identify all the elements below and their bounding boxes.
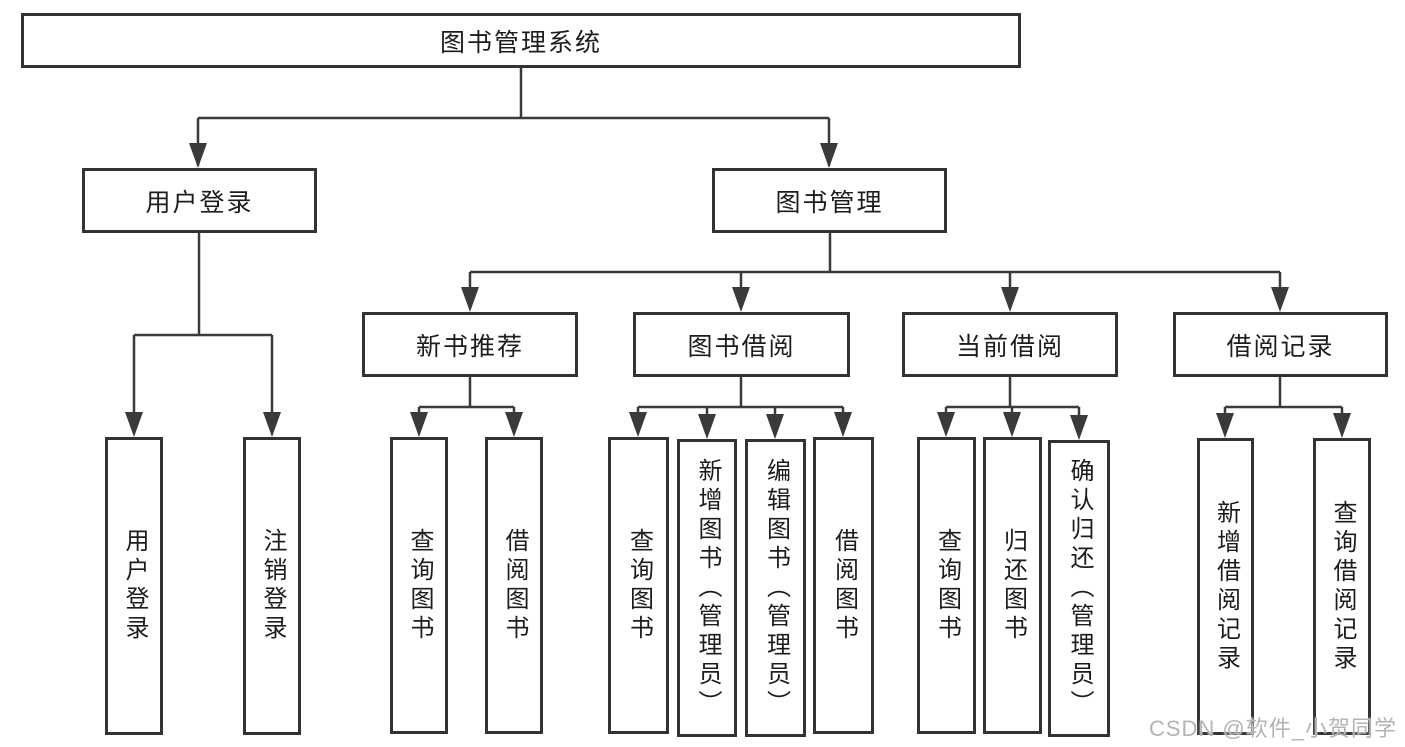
leaf-confirm-return-admin-label: 确认归还（管理员）: [1066, 458, 1093, 719]
leaf-query-books-recommend-label: 查询图书: [406, 527, 433, 644]
leaf-logout: 注销登录: [243, 437, 301, 735]
leaf-query-books-current: 查询图书: [917, 437, 976, 734]
connector-borrowing-records-children: [1223, 377, 1344, 434]
csdn-watermark: CSDN @软件_小贺同学: [1148, 716, 1397, 741]
leaf-borrow-books-recommend: 借阅图书: [485, 437, 543, 734]
connector-book-management-children: [468, 233, 1282, 308]
node-book-management: 图书管理: [712, 168, 947, 233]
arrow-down-icon: [1001, 287, 1019, 312]
arrow-down-icon: [834, 412, 852, 437]
connector-user-login-children: [132, 233, 274, 433]
node-current-borrowing-label: 当前借阅: [955, 332, 1064, 361]
connector-book-borrowing-children: [636, 377, 845, 435]
node-borrowing-records-label: 借阅记录: [1226, 332, 1335, 361]
arrow-down-icon: [1271, 287, 1289, 312]
leaf-query-books-borrowing-label: 查询图书: [625, 527, 653, 644]
arrow-down-icon: [820, 143, 838, 168]
arrow-down-icon: [1070, 415, 1088, 440]
leaf-user-login-label: 用户登录: [121, 528, 148, 644]
leaf-query-books-recommend: 查询图书: [390, 437, 448, 734]
node-root: 图书管理系统: [21, 13, 1021, 68]
arrowheads: [125, 143, 1351, 440]
leaf-edit-book-admin-label: 编辑图书（管理员）: [762, 457, 790, 719]
node-root-label: 图书管理系统: [439, 28, 602, 57]
leaf-return-books: 归还图书: [983, 437, 1042, 734]
leaf-borrow-books-borrowing-label: 借阅图书: [830, 527, 858, 644]
arrow-down-icon: [410, 412, 428, 437]
arrow-down-icon: [263, 412, 281, 437]
node-new-book-recommend: 新书推荐: [362, 312, 578, 377]
node-book-borrowing: 图书借阅: [633, 312, 850, 377]
node-book-management-label: 图书管理: [775, 188, 884, 217]
leaf-add-borrow-record-label: 新增借阅记录: [1212, 499, 1240, 674]
leaf-borrow-books-recommend-label: 借阅图书: [501, 527, 528, 644]
arrow-down-icon: [461, 287, 479, 312]
arrow-down-icon: [1216, 413, 1234, 438]
leaf-add-book-admin: 新增图书（管理员）: [677, 439, 737, 737]
node-current-borrowing: 当前借阅: [902, 312, 1118, 377]
leaf-edit-book-admin: 编辑图书（管理员）: [745, 439, 806, 737]
leaf-add-book-admin-label: 新增图书（管理员）: [694, 457, 721, 719]
arrow-down-icon: [698, 414, 716, 439]
arrow-down-icon: [732, 287, 750, 312]
node-user-login-label: 用户登录: [145, 188, 254, 217]
leaf-return-books-label: 归还图书: [999, 527, 1027, 644]
leaf-query-borrow-record: 查询借阅记录: [1313, 438, 1371, 735]
arrow-down-icon: [189, 143, 207, 168]
arrow-down-icon: [629, 412, 647, 437]
connector-root-to-level2: [196, 68, 831, 166]
leaf-query-borrow-record-label: 查询借阅记录: [1329, 499, 1356, 674]
arrow-down-icon: [125, 412, 143, 437]
leaf-user-login: 用户登录: [105, 437, 163, 735]
node-user-login: 用户登录: [82, 168, 317, 233]
node-book-borrowing-label: 图书借阅: [687, 332, 796, 361]
leaf-confirm-return-admin: 确认归还（管理员）: [1048, 440, 1110, 737]
leaf-query-books-borrowing: 查询图书: [608, 437, 669, 734]
arrow-down-icon: [937, 412, 955, 437]
node-borrowing-records: 借阅记录: [1173, 312, 1388, 377]
connector-new-book-recommend-children: [417, 377, 516, 433]
leaf-logout-label: 注销登录: [259, 528, 286, 644]
arrow-down-icon: [505, 412, 523, 437]
arrow-down-icon: [1333, 413, 1351, 438]
leaf-add-borrow-record: 新增借阅记录: [1197, 438, 1254, 735]
arrow-down-icon: [1003, 412, 1021, 437]
leaf-query-books-current-label: 查询图书: [933, 527, 961, 644]
arrow-down-icon: [766, 414, 784, 439]
leaf-borrow-books-borrowing: 借阅图书: [813, 437, 874, 734]
node-new-book-recommend-label: 新书推荐: [415, 332, 524, 361]
